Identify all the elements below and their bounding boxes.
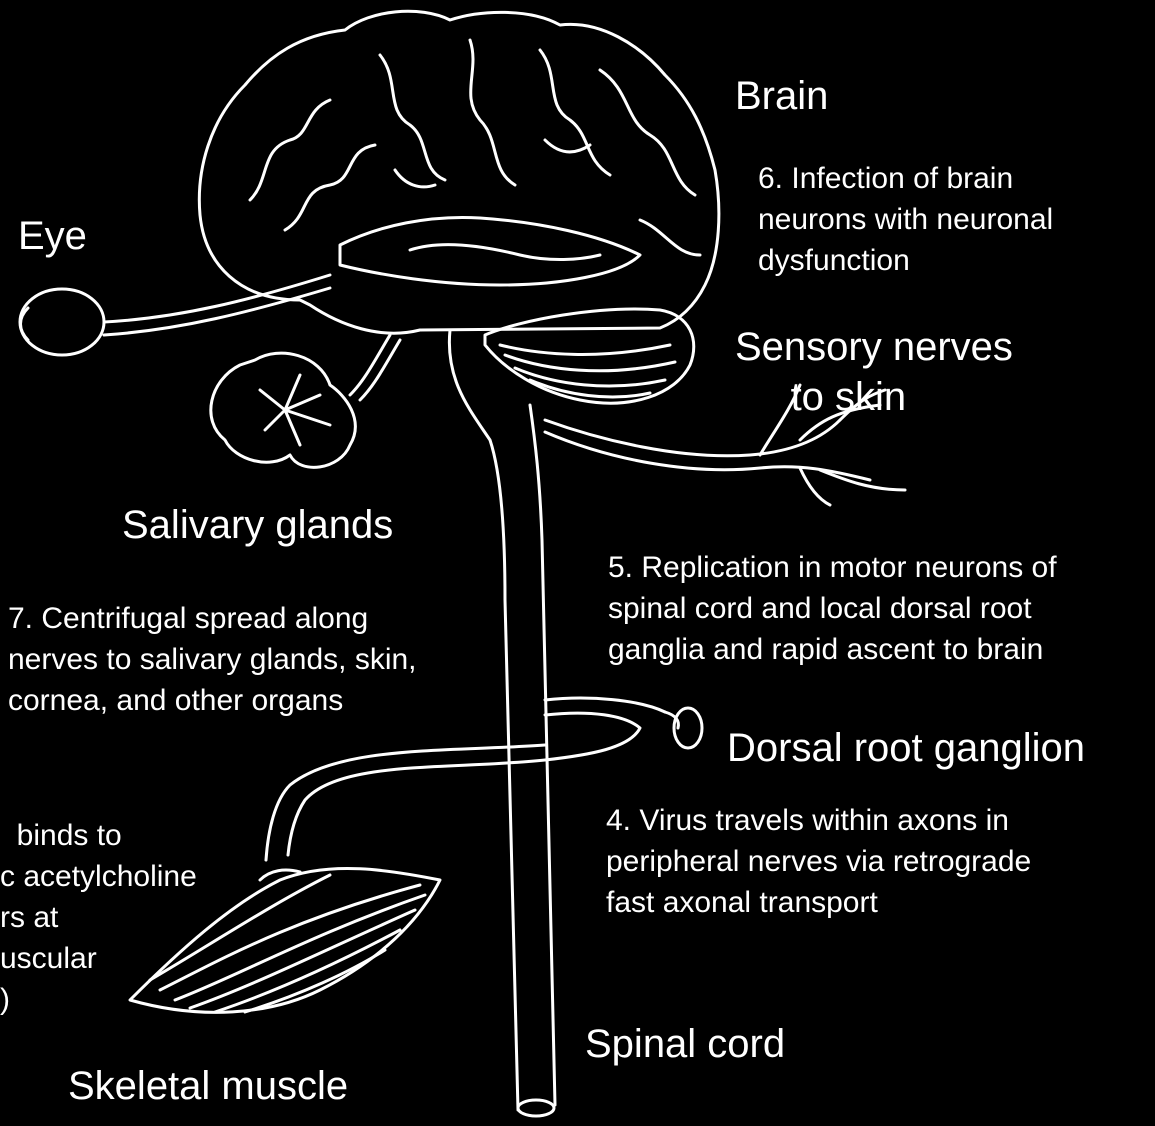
dorsal-root-ganglion-label: Dorsal root ganglion <box>727 728 1085 768</box>
brain-label: Brain <box>735 76 828 116</box>
eye-drawing <box>20 275 330 355</box>
step-7-text: 7. Centrifugal spread along nerves to sa… <box>8 598 417 721</box>
salivary-gland-drawing <box>211 335 400 467</box>
step-6-text: 6. Infection of brain neurons with neuro… <box>758 158 1053 281</box>
salivary-glands-label: Salivary glands <box>122 505 393 545</box>
sensory-nerves-label: Sensory nerves to skin <box>735 322 1013 422</box>
step-5-text: 5. Replication in motor neurons of spina… <box>608 547 1057 670</box>
eye-label: Eye <box>18 216 87 256</box>
cerebellum-drawing <box>485 309 694 403</box>
brain-drawing <box>199 11 719 333</box>
skeletal-muscle-label: Skeletal muscle <box>68 1066 348 1106</box>
step-4-text: 4. Virus travels within axons in periphe… <box>606 800 1031 923</box>
step-3-partial-text: binds to c acetylcholine rs at uscular ) <box>0 815 197 1020</box>
spinal-cord-label: Spinal cord <box>585 1024 785 1064</box>
spinal-cord-drawing <box>449 330 555 1116</box>
